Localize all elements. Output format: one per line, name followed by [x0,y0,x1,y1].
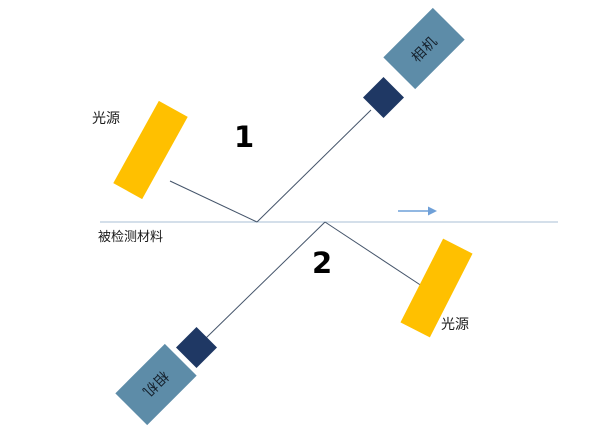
flow-direction-arrow [398,206,437,216]
camera-bottom-label: 相机 [139,367,172,401]
setup1-camera-ray [256,109,372,223]
setup1-number: 1 [234,120,255,154]
light-source-top-label: 光源 [92,111,120,127]
setup1-light-ray [169,180,258,223]
setup2-camera-ray [205,221,326,339]
flow-arrow-head [428,206,437,216]
material-label: 被检测材料 [98,230,164,245]
light-source-bottom-label: 光源 [441,317,469,333]
setup2-number: 2 [312,246,333,280]
setup2-light-ray [324,221,429,291]
camera-top-label: 相机 [408,32,441,66]
